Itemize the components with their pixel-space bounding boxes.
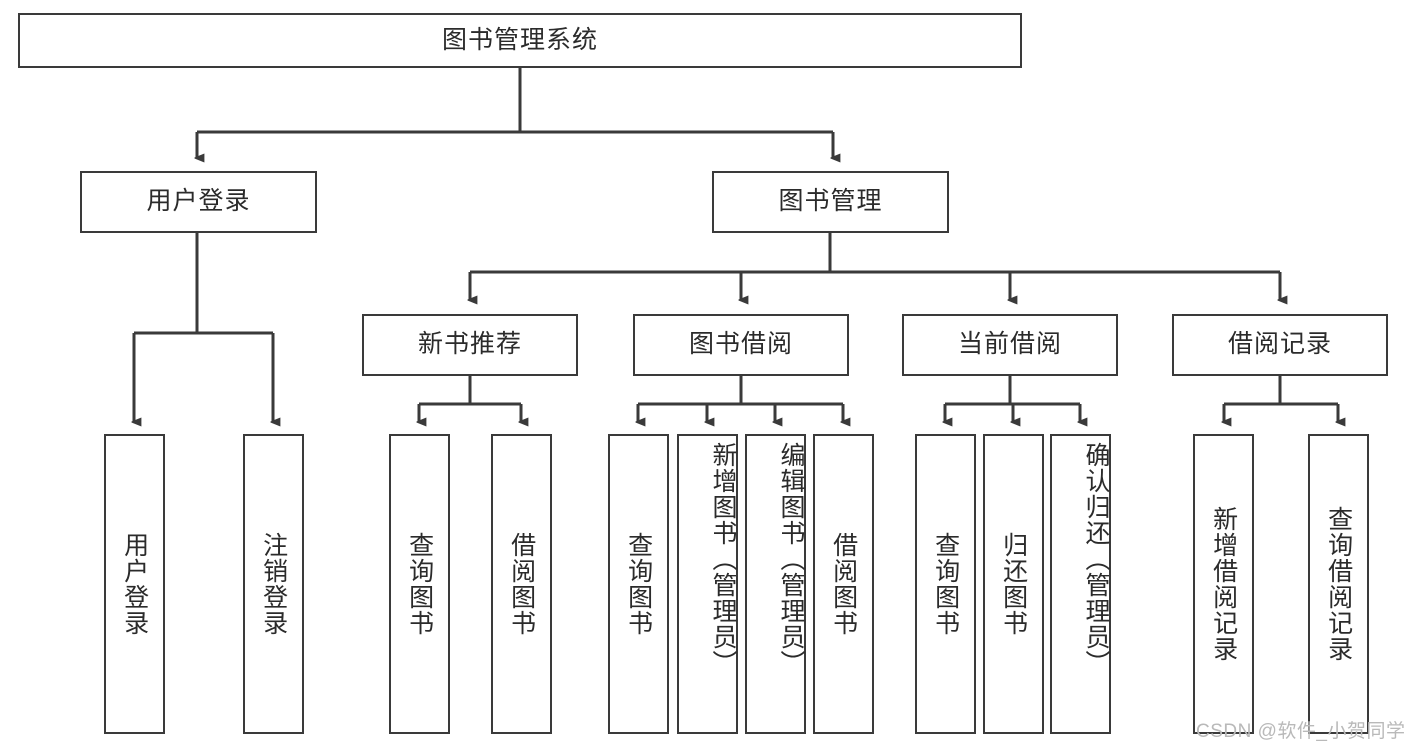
node-label: 新增图书（管理员） [709,442,737,676]
node-label: 图书管理 [778,187,883,216]
node-new-book-recommend[interactable]: 新书推荐 [362,314,578,376]
node-label: 查询图书 [405,532,434,636]
leaf-borrow-query-book[interactable]: 查询图书 [608,434,669,734]
leaf-current-query-book[interactable]: 查询图书 [915,434,976,734]
leaf-recommend-query-book[interactable]: 查询图书 [389,434,450,734]
leaf-record-query-record[interactable]: 查询借阅记录 [1308,434,1369,734]
node-label: 注销登录 [259,532,288,636]
node-label: 确认归还（管理员） [1082,442,1110,676]
leaf-current-confirm-return-admin[interactable]: 确认归还（管理员） [1050,434,1111,734]
node-label: 查询图书 [624,532,653,636]
node-label: 借阅图书 [507,532,536,636]
node-label: 新书推荐 [417,330,522,359]
leaf-user-login-login[interactable]: 用户登录 [104,434,165,734]
node-label: 借阅图书 [829,532,858,636]
node-label: 查询借阅记录 [1324,506,1353,662]
leaf-recommend-borrow-book[interactable]: 借阅图书 [491,434,552,734]
node-borrow-record[interactable]: 借阅记录 [1172,314,1388,376]
node-label: 用户登录 [120,532,149,636]
node-label: 归还图书 [999,532,1028,636]
node-user-login[interactable]: 用户登录 [80,171,317,233]
node-root-system[interactable]: 图书管理系统 [18,13,1022,68]
leaf-borrow-edit-book-admin[interactable]: 编辑图书（管理员） [745,434,806,734]
node-book-borrow[interactable]: 图书借阅 [633,314,849,376]
leaf-borrow-borrow-book[interactable]: 借阅图书 [813,434,874,734]
watermark-label: CSDN @软件_小贺同学 [1196,721,1405,742]
node-label: 用户登录 [146,187,251,216]
node-book-management[interactable]: 图书管理 [712,171,949,233]
node-label: 当前借阅 [957,330,1062,359]
node-label: 新增借阅记录 [1209,506,1238,662]
node-label: 借阅记录 [1227,330,1332,359]
leaf-record-add-record[interactable]: 新增借阅记录 [1193,434,1254,734]
leaf-current-return-book[interactable]: 归还图书 [983,434,1044,734]
leaf-user-login-logout[interactable]: 注销登录 [243,434,304,734]
node-current-borrow[interactable]: 当前借阅 [902,314,1118,376]
node-label: 编辑图书（管理员） [777,442,805,676]
node-label: 图书借阅 [688,330,793,359]
node-label: 图书管理系统 [441,25,598,54]
node-label: 查询图书 [931,532,960,636]
leaf-borrow-add-book-admin[interactable]: 新增图书（管理员） [677,434,738,734]
